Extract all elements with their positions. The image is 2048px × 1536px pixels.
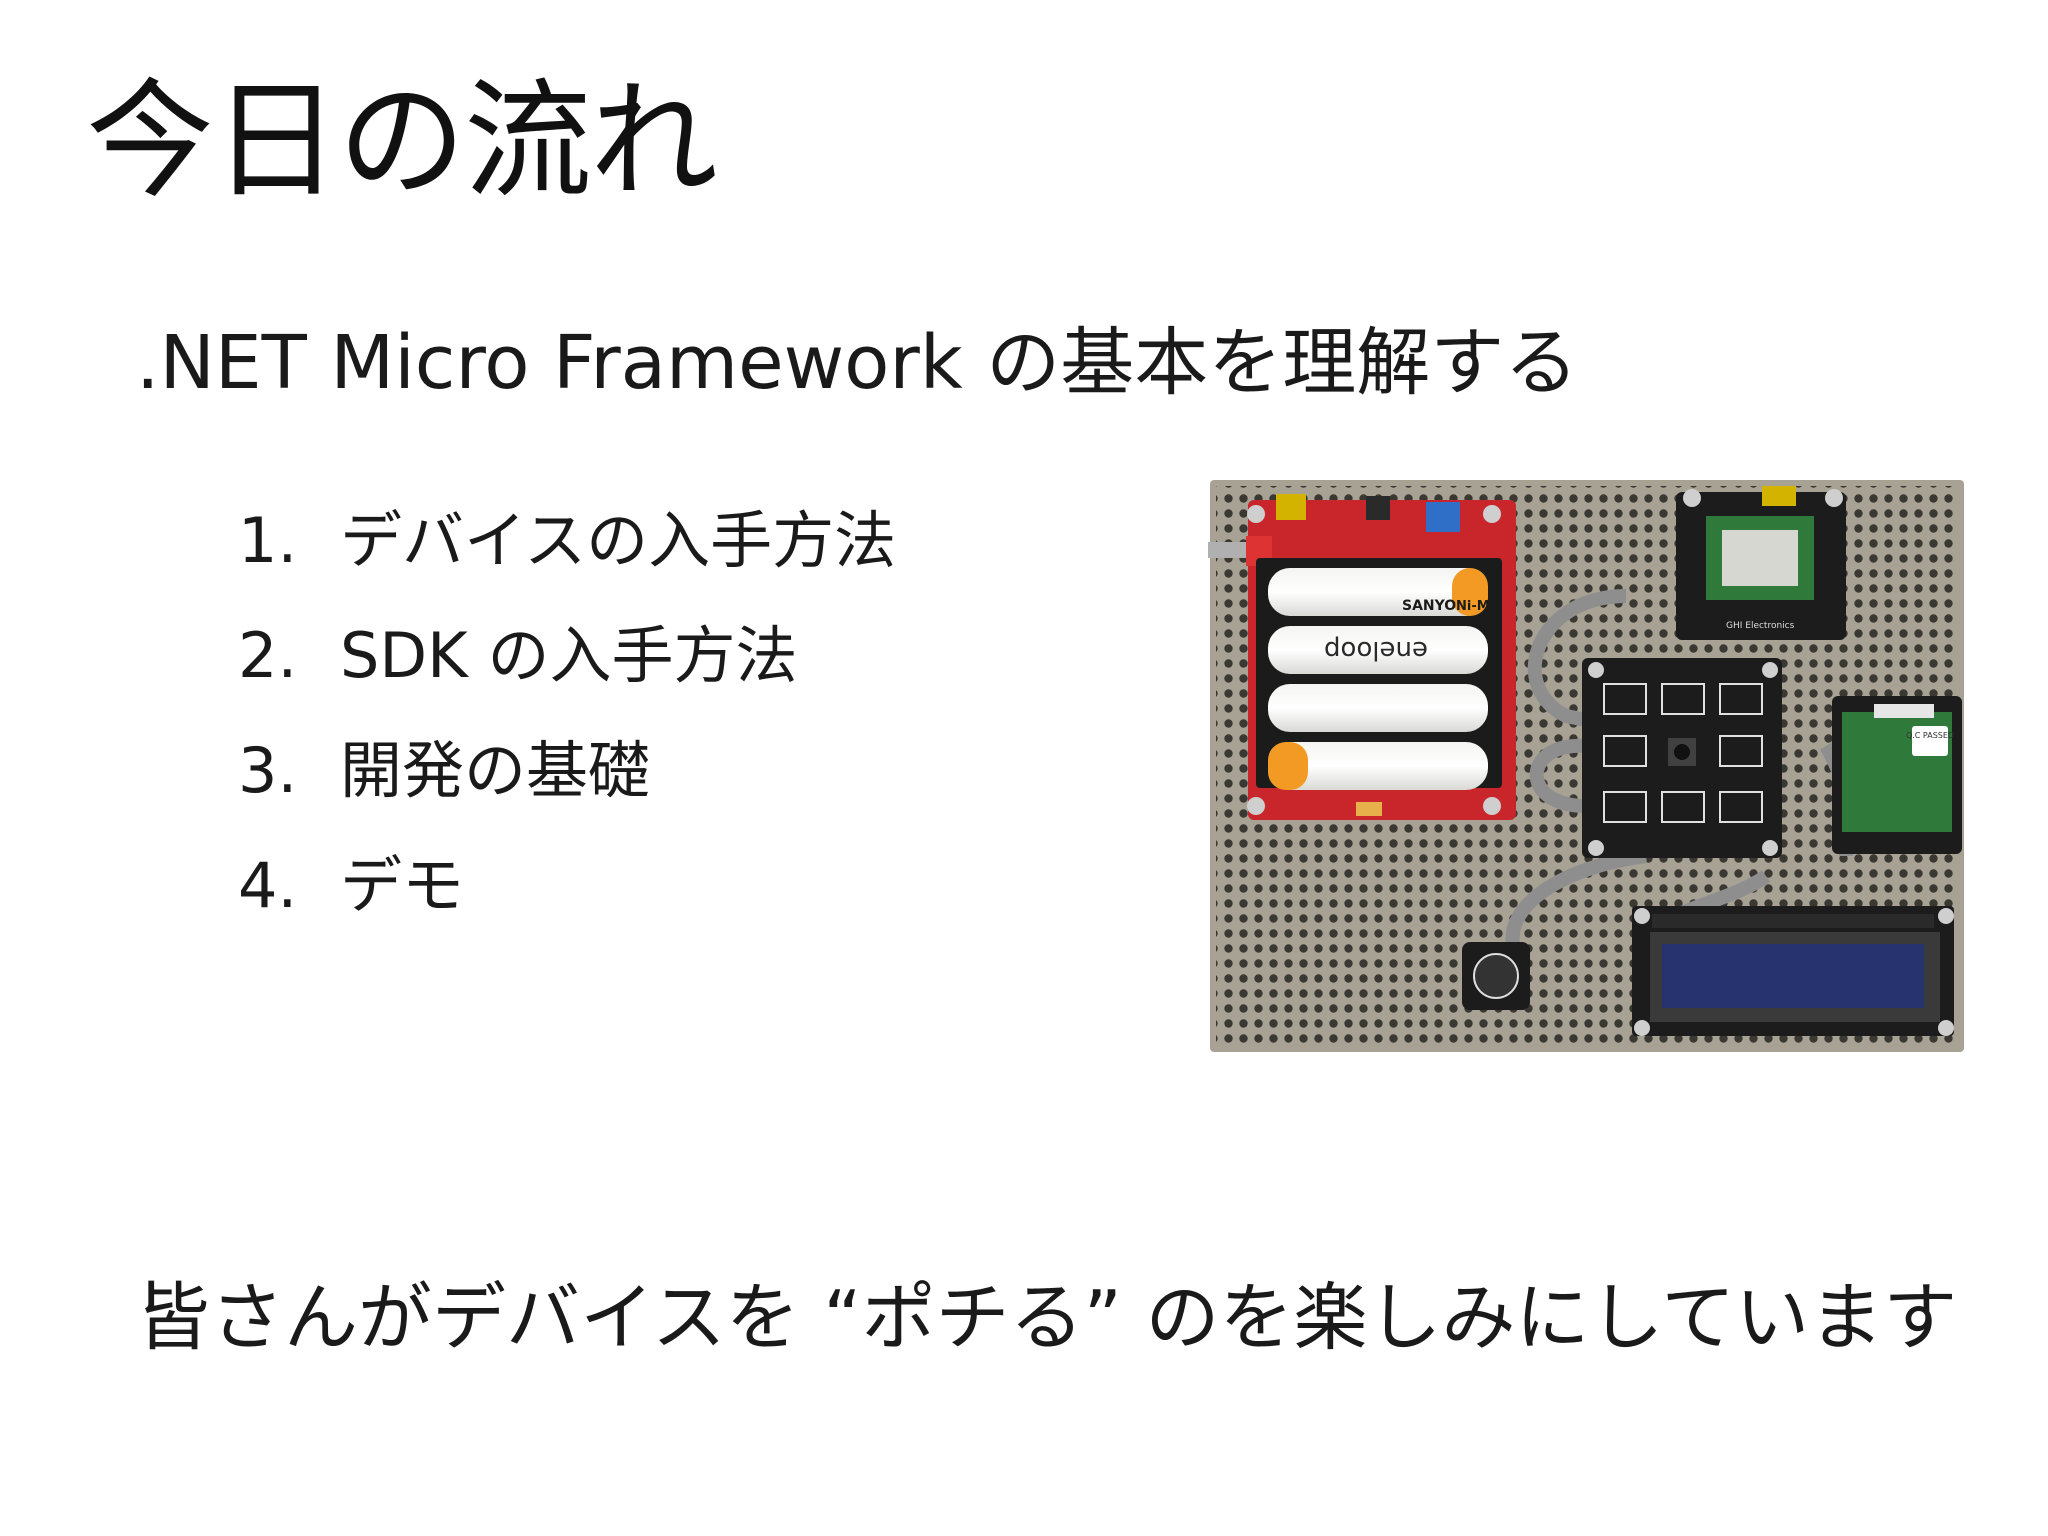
agenda-label: デモ	[340, 849, 465, 922]
qc-label: Q.C PASSED	[1906, 731, 1954, 740]
agenda-number: 2.	[238, 619, 298, 692]
agenda-number: 4.	[238, 849, 298, 922]
agenda-label: デバイスの入手方法	[340, 504, 897, 577]
agenda-number: 1.	[238, 504, 298, 577]
ribbon-cable	[1527, 589, 1627, 733]
vendor-text: GHI Electronics	[1726, 621, 1795, 631]
slide-subtitle: .NET Micro Framework の基本を理解する	[136, 320, 1579, 406]
device-photo: SANYO Ni-MH eneloop GHI Electronics Q.C …	[1208, 480, 1964, 1052]
footer-message: 皆さんがデバイスを “ポチる” のを楽しみにしています	[136, 1275, 1958, 1361]
battery-brand-text: SANYO	[1402, 598, 1456, 614]
battery-label-text: eneloop	[1324, 635, 1428, 665]
battery-cell	[1268, 626, 1488, 674]
lcd-screen	[1662, 944, 1924, 1008]
agenda-number: 3.	[238, 734, 298, 807]
battery-cell	[1268, 742, 1488, 790]
agenda-label: 開発の基礎	[340, 734, 651, 807]
battery-cell	[1268, 568, 1488, 616]
agenda-label: SDK の入手方法	[340, 619, 798, 692]
battery-cell	[1268, 684, 1488, 732]
battery-type-text: Ni-MH	[1456, 599, 1501, 614]
slide-title: 今日の流れ	[86, 67, 718, 216]
